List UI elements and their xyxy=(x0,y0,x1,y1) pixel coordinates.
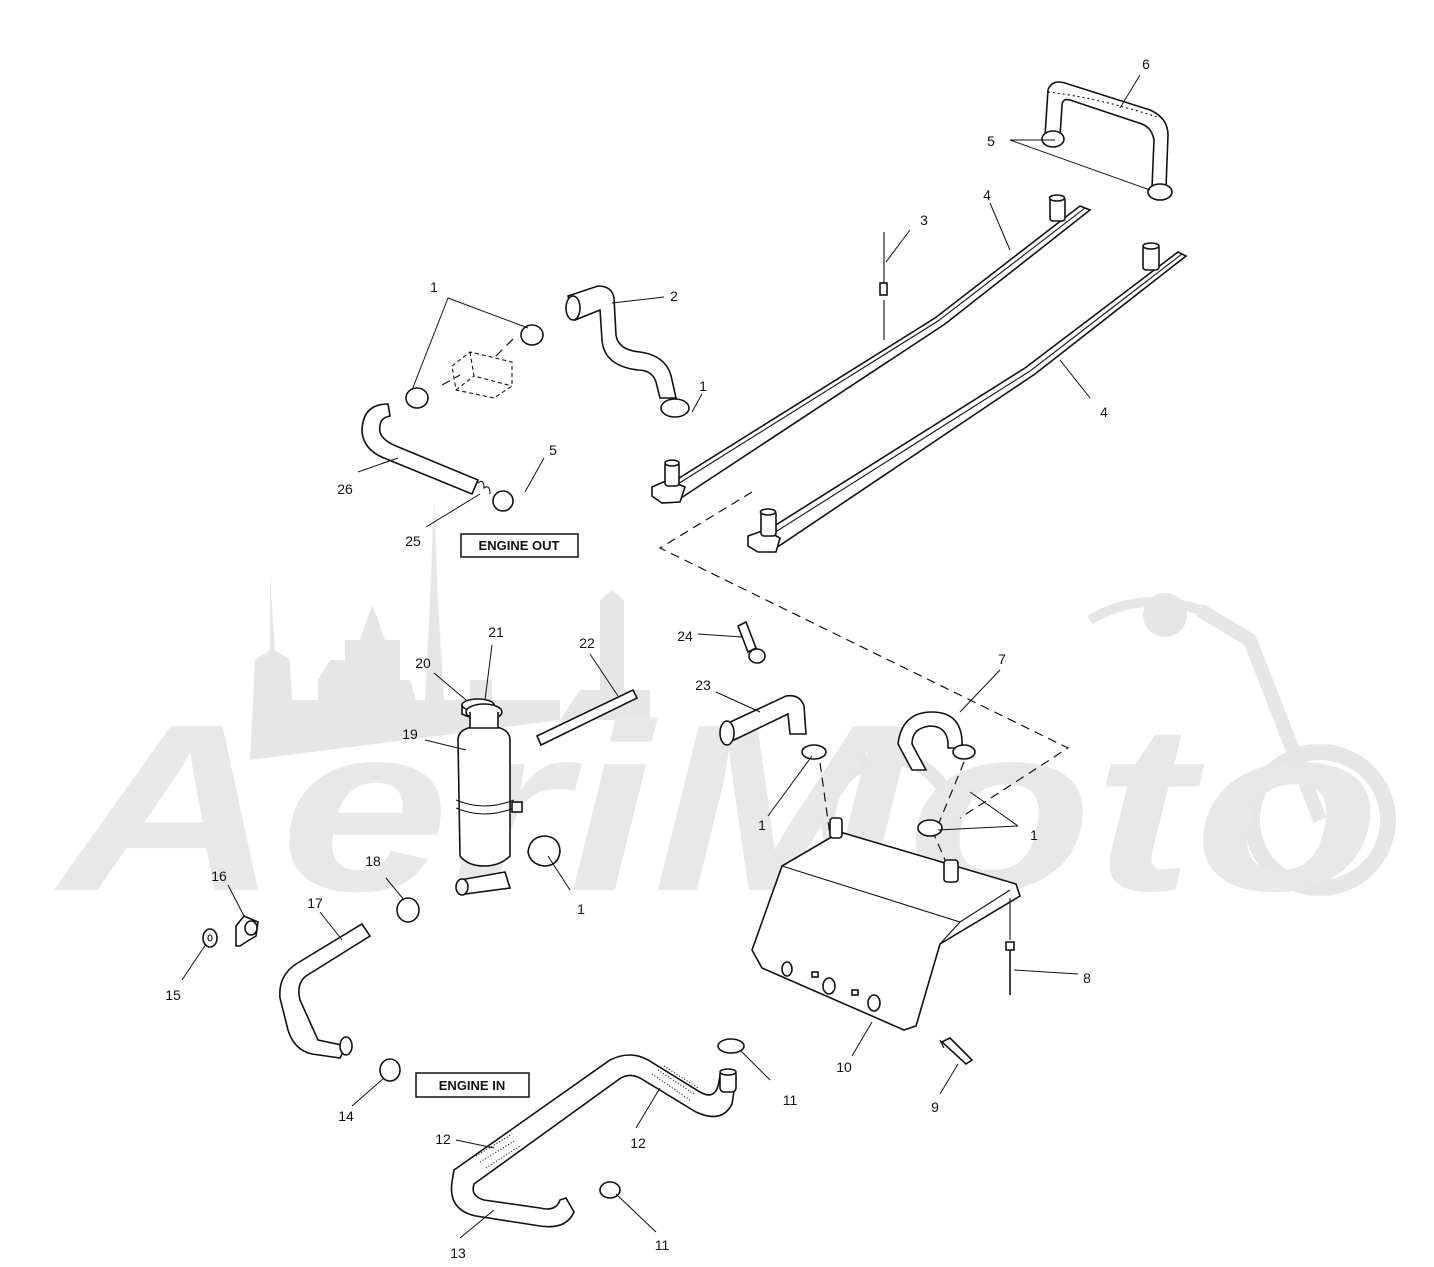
callout-17: 17 xyxy=(307,895,323,911)
routing-dashed-line xyxy=(658,491,1070,819)
leader-lines xyxy=(181,74,1151,1239)
part-1-clamps-upper xyxy=(405,324,690,418)
callout-1: 1 xyxy=(577,901,585,917)
callouts: 1 2 3 4 4 5 6 1 5 26 25 21 20 22 24 23 7… xyxy=(165,56,1150,1261)
callout-13: 13 xyxy=(450,1245,466,1261)
part-1-clamp-bottle xyxy=(527,835,561,867)
callout-1: 1 xyxy=(758,817,766,833)
part-22-vent-tube xyxy=(535,688,639,747)
part-18-clamp xyxy=(396,897,420,923)
callout-15: 15 xyxy=(165,987,181,1003)
callout-3: 3 xyxy=(920,212,928,228)
callout-1: 1 xyxy=(699,378,707,394)
callout-2: 2 xyxy=(670,288,678,304)
part-12-sleeves xyxy=(475,1065,699,1169)
callout-11: 11 xyxy=(655,1237,670,1253)
part-23-elbow-hose xyxy=(719,694,807,746)
callout-16: 16 xyxy=(211,868,227,884)
callout-6: 6 xyxy=(1142,56,1150,72)
callout-19: 19 xyxy=(402,726,418,742)
part-17-engine-in-hose xyxy=(279,922,372,1059)
callout-5: 5 xyxy=(987,133,995,149)
callout-7: 7 xyxy=(998,651,1006,667)
callout-18: 18 xyxy=(365,853,381,869)
callout-24: 24 xyxy=(677,628,693,644)
callout-11: 11 xyxy=(783,1092,798,1108)
callout-22: 22 xyxy=(579,635,595,651)
hose-coupler-dashed xyxy=(451,351,513,399)
callout-10: 10 xyxy=(836,1059,852,1075)
callout-8: 8 xyxy=(1083,970,1091,986)
callout-21: 21 xyxy=(488,624,504,640)
engine-in-label-box: ENGINE IN xyxy=(415,1072,530,1098)
part-14-clamp xyxy=(379,1058,401,1082)
watermark: AeriMoto xyxy=(54,500,1396,941)
watermark-text: AeriMoto xyxy=(54,676,1380,941)
callout-4: 4 xyxy=(983,187,991,203)
part-9-screw xyxy=(940,1037,974,1066)
part-10-shield xyxy=(751,817,1021,1031)
engine-out-label-box: ENGINE OUT xyxy=(460,533,579,558)
engine-out-label: ENGINE OUT xyxy=(479,538,560,553)
part-7-u-hose xyxy=(897,711,963,771)
part-13-return-hose xyxy=(450,1054,737,1228)
callout-14: 14 xyxy=(338,1108,354,1124)
callout-25: 25 xyxy=(405,533,421,549)
callout-5: 5 xyxy=(549,442,557,458)
part-25-spring xyxy=(477,480,491,495)
part-11-clamps xyxy=(599,1038,745,1199)
callout-23: 23 xyxy=(695,677,711,693)
callout-4: 4 xyxy=(1100,404,1108,420)
part-5-clamp-lower xyxy=(492,490,514,512)
part-19-recovery-bottle xyxy=(455,703,523,896)
callout-9: 9 xyxy=(931,1099,939,1115)
callout-20: 20 xyxy=(415,655,431,671)
part-8-rivet xyxy=(1005,898,1015,995)
part-24-clip xyxy=(736,620,766,664)
part-5-clamp-upper xyxy=(1041,130,1173,201)
engine-in-label: ENGINE IN xyxy=(439,1078,505,1093)
part-2-elbow-hose xyxy=(565,285,677,399)
callout-12: 12 xyxy=(630,1135,646,1151)
part-15-washer xyxy=(202,928,218,948)
part-4-heat-exchanger-upper xyxy=(651,194,1092,504)
part-4-heat-exchanger-lower xyxy=(747,242,1188,553)
callout-26: 26 xyxy=(337,481,353,497)
part-16-bracket xyxy=(235,915,259,947)
part-3-bolt xyxy=(879,232,888,340)
part-26-engine-out-hose xyxy=(361,403,480,496)
callout-12: 12 xyxy=(435,1131,451,1147)
callout-1: 1 xyxy=(1030,827,1038,843)
part-1-clamps-lower xyxy=(801,744,976,837)
callout-1: 1 xyxy=(430,279,438,295)
